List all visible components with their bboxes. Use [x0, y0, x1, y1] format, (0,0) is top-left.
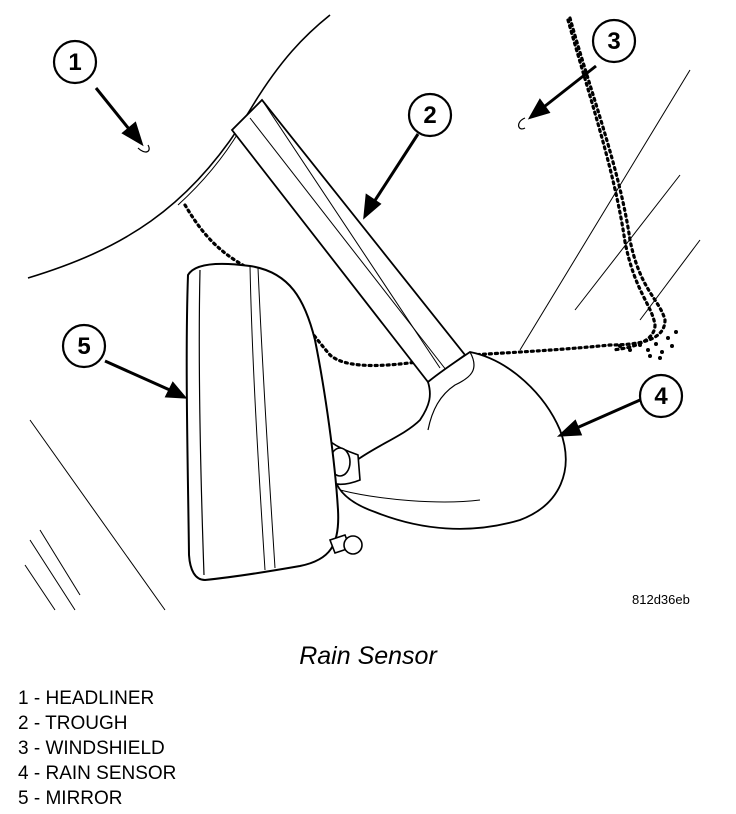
rain-sensor-diagram: 1 2 3 4 5 — [24, 14, 701, 611]
legend-separator: - — [28, 763, 46, 784]
legend-number: 1 — [18, 688, 29, 709]
legend-item: 4 - RAIN SENSOR — [18, 761, 176, 786]
legend-separator: - — [28, 738, 46, 759]
legend-label: WINDSHIELD — [45, 738, 165, 759]
legend-label: MIRROR — [45, 788, 123, 809]
callout-5: 5 — [61, 323, 107, 369]
legend-item: 3 - WINDSHIELD — [18, 736, 176, 761]
legend-label: TROUGH — [45, 713, 128, 734]
mirror-body — [185, 262, 340, 582]
figure-caption: Rain Sensor — [299, 642, 437, 670]
legend-item: 1 - HEADLINER — [18, 686, 176, 711]
legend-separator: - — [28, 788, 46, 809]
figure-reference-code: 812d36eb — [632, 592, 690, 607]
callout-3: 3 — [591, 18, 637, 64]
svg-text:1: 1 — [68, 49, 81, 76]
wiring-cluster — [618, 330, 678, 360]
legend-number: 3 — [18, 738, 29, 759]
svg-text:2: 2 — [423, 102, 436, 129]
callout-2: 2 — [407, 92, 453, 138]
mirror-knob — [328, 533, 363, 555]
legend-item: 5 - MIRROR — [18, 786, 176, 811]
svg-text:5: 5 — [77, 333, 90, 360]
svg-text:3: 3 — [607, 28, 620, 55]
callout-4: 4 — [638, 373, 684, 419]
svg-text:4: 4 — [654, 383, 668, 410]
rain-sensor-housing — [333, 351, 567, 530]
legend-label: HEADLINER — [45, 688, 155, 709]
leader-arrows — [94, 64, 641, 437]
legend-label: RAIN SENSOR — [45, 763, 177, 784]
legend-number: 2 — [18, 713, 29, 734]
headliner-edge — [27, 14, 331, 279]
legend-item: 2 - TROUGH — [18, 711, 176, 736]
windshield-lines — [24, 69, 701, 611]
legend-number: 4 — [18, 763, 29, 784]
callout-1: 1 — [52, 39, 98, 85]
legend: 1 - HEADLINER 2 - TROUGH 3 - WINDSHIELD … — [18, 686, 176, 811]
legend-separator: - — [28, 688, 46, 709]
legend-separator: - — [28, 713, 46, 734]
legend-number: 5 — [18, 788, 29, 809]
headliner-edge-inner — [177, 129, 241, 206]
